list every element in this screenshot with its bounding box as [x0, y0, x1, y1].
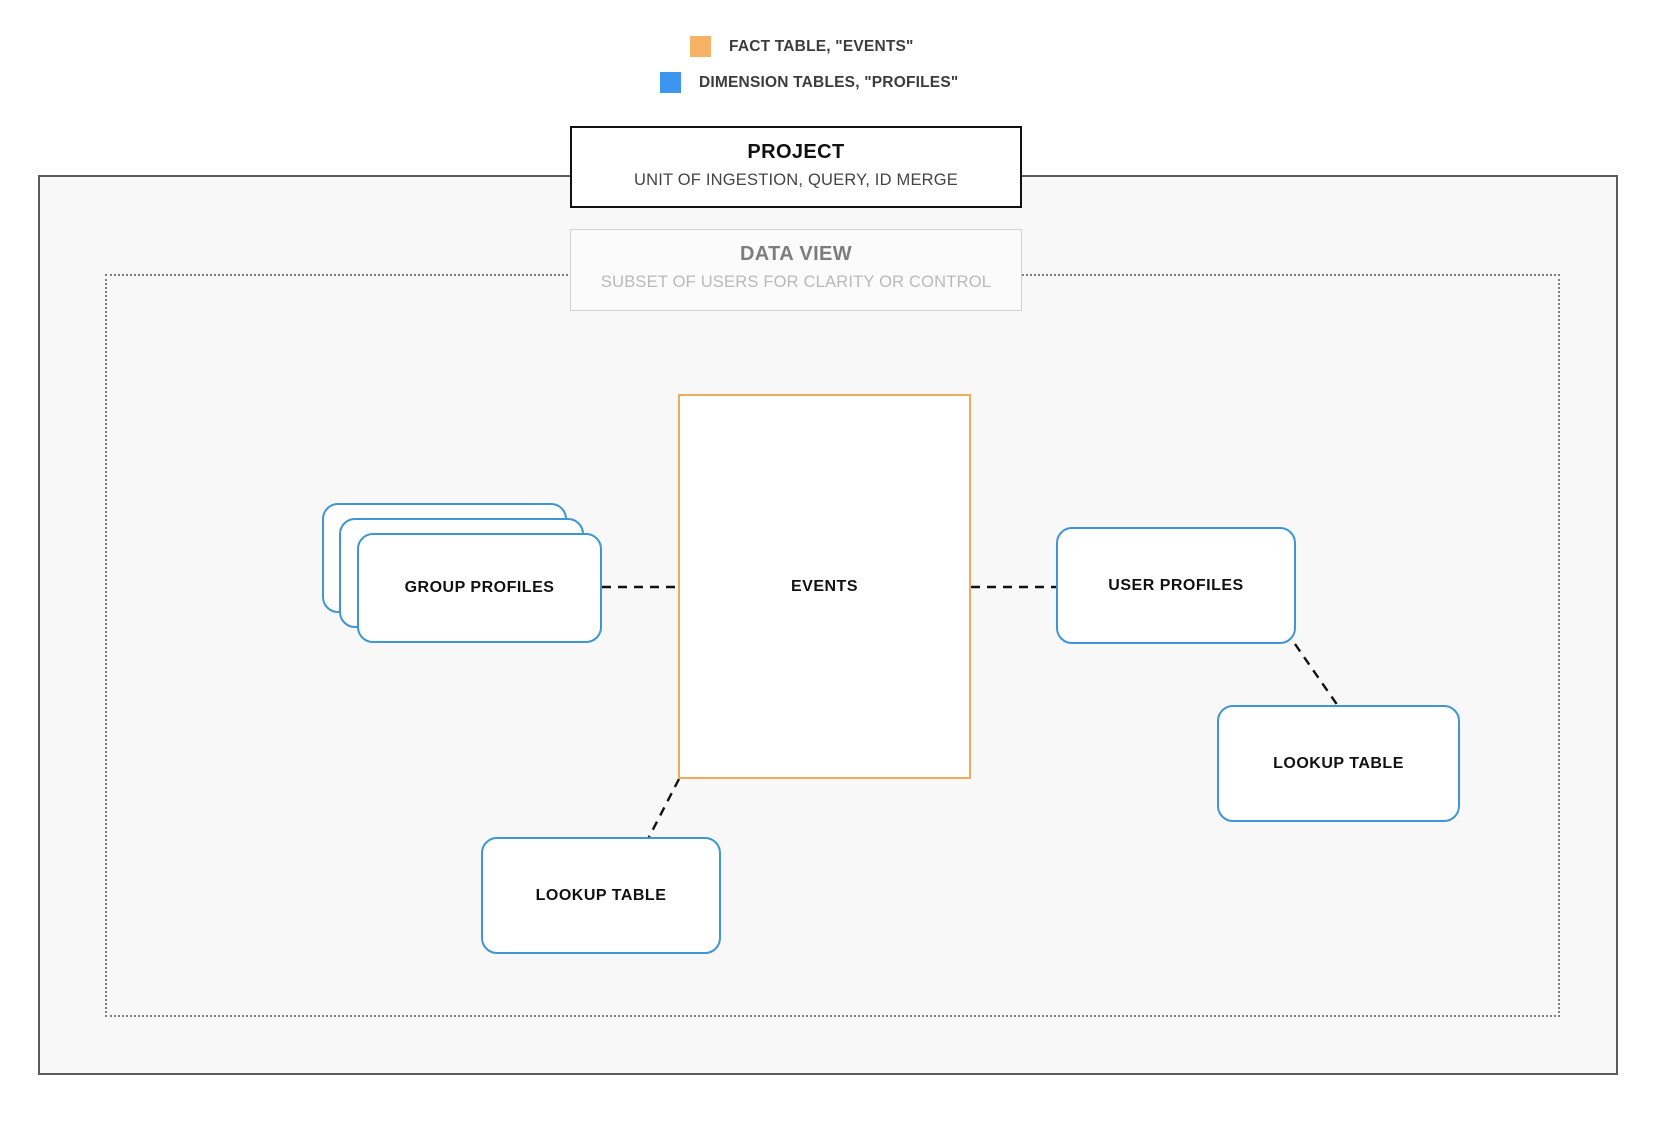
- data-view-title-box: DATA VIEW SUBSET OF USERS FOR CLARITY OR…: [570, 229, 1022, 311]
- node-group-profiles[interactable]: GROUP PROFILES: [322, 503, 602, 648]
- legend-label-dimension-tables: DIMENSION TABLES, "PROFILES": [699, 73, 959, 91]
- node-group-profiles-label: GROUP PROFILES: [404, 579, 555, 596]
- square-swatch-icon: [690, 36, 711, 57]
- node-events[interactable]: EVENTS: [678, 394, 971, 779]
- node-lookup-table-right[interactable]: LOOKUP TABLE: [1217, 705, 1460, 822]
- project-subtitle: UNIT OF INGESTION, QUERY, ID MERGE: [633, 171, 958, 189]
- project-title-box: PROJECT UNIT OF INGESTION, QUERY, ID MER…: [570, 126, 1022, 208]
- legend-item-fact-table: FACT TABLE, "EVENTS": [690, 36, 914, 57]
- node-user-profiles[interactable]: USER PROFILES: [1056, 527, 1296, 644]
- data-view-subtitle: SUBSET OF USERS FOR CLARITY OR CONTROL: [600, 273, 992, 291]
- node-lookup-table-left[interactable]: LOOKUP TABLE: [481, 837, 721, 954]
- legend-item-dimension-tables: DIMENSION TABLES, "PROFILES": [660, 72, 958, 93]
- legend-label-fact-table: FACT TABLE, "EVENTS": [729, 37, 914, 55]
- node-group-profiles-card-front[interactable]: GROUP PROFILES: [357, 533, 602, 643]
- node-user-profiles-label: USER PROFILES: [1108, 576, 1244, 594]
- data-view-title: DATA VIEW: [739, 243, 853, 265]
- square-swatch-icon: [660, 72, 681, 93]
- node-events-label: EVENTS: [790, 577, 858, 595]
- node-lookup-table-right-label: LOOKUP TABLE: [1273, 754, 1404, 772]
- node-lookup-table-left-label: LOOKUP TABLE: [535, 886, 667, 904]
- project-title: PROJECT: [747, 141, 845, 163]
